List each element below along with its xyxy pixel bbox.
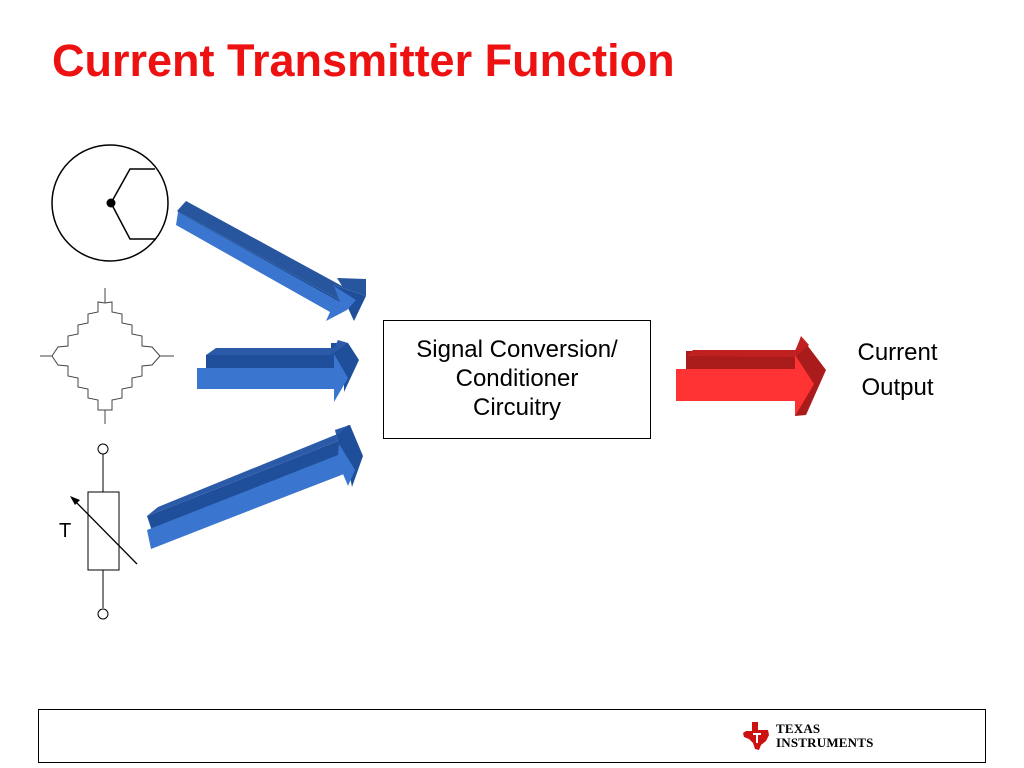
logo-text-line-2: INSTRUMENTS: [776, 735, 874, 750]
conversion-line-2: Conditioner: [455, 365, 579, 393]
footer-bar: [38, 709, 986, 763]
input-arrow-thermistor: [147, 425, 363, 549]
logo-text-line-1: TEXAS: [776, 721, 821, 737]
current-output-label: Current Output: [830, 336, 965, 406]
pressure-gauge-icon: [51, 144, 169, 262]
input-arrow-gauge: [176, 201, 366, 321]
output-arrow: [676, 336, 826, 416]
texas-state-icon: [743, 722, 769, 750]
thermistor-icon: [70, 443, 138, 620]
ti-logo: TEXAS INSTRUMENTS: [742, 718, 874, 754]
bridge-sensor-icon: [40, 288, 174, 424]
thermistor-label: T: [59, 520, 72, 542]
conversion-line-3: Circuitry: [473, 393, 561, 421]
output-line-1: Current: [857, 339, 938, 366]
input-arrow-bridge: [197, 340, 359, 402]
slide-title: Current Transmitter Function: [52, 35, 675, 86]
signal-conversion-box: Signal Conversion/ Conditioner Circuitry: [383, 320, 651, 439]
conversion-line-1: Signal Conversion/: [416, 336, 618, 364]
output-line-2: Output: [861, 373, 934, 401]
